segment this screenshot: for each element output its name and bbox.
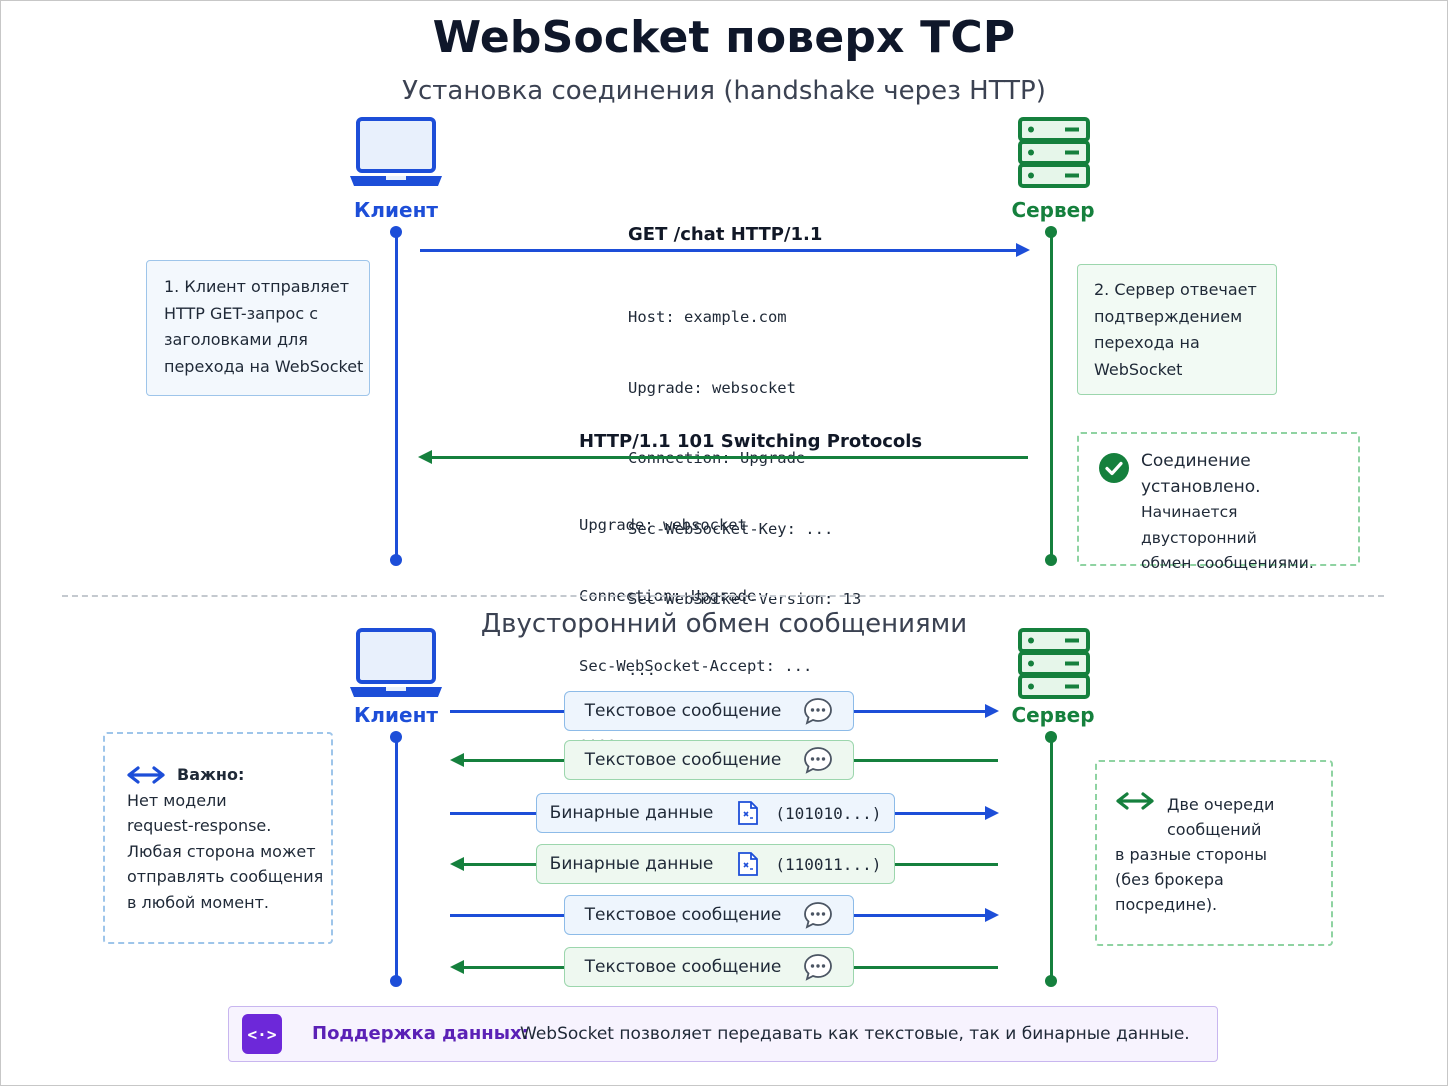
- request-header-line: Host: example.com: [628, 308, 787, 326]
- client-label: Клиент: [354, 703, 438, 727]
- chat-bubble-icon: [804, 698, 833, 725]
- response-arrow-head: [418, 450, 432, 464]
- bidirectional-arrow-icon: [1116, 792, 1154, 810]
- note-line: отправлять сообщения: [127, 867, 324, 886]
- server-icon: [1018, 628, 1090, 699]
- note-line: в разные стороны: [1115, 845, 1267, 864]
- code-brackets-icon: <·>: [242, 1014, 282, 1054]
- note-line: обмен сообщениями.: [1141, 554, 1314, 572]
- message-arrow-head: [450, 753, 464, 767]
- note-line: Любая сторона может: [127, 841, 316, 861]
- connection-established-note: Соединение установлено. Начинается двуст…: [1077, 432, 1360, 572]
- data-support-label: Поддержка данных:: [312, 1023, 529, 1044]
- binary-file-icon: [738, 852, 759, 876]
- client-lifeline: [394, 737, 398, 981]
- message-label: Текстовое сообщение: [584, 750, 782, 770]
- response-header-line: Sec-WebSocket-Accept: ...: [579, 657, 813, 675]
- message-arrow-head: [985, 908, 999, 922]
- request-headers: Host: example.com Upgrade: websocket Con…: [628, 259, 861, 706]
- message-text-to-client: Текстовое сообщение: [564, 947, 854, 987]
- response-arrow: [432, 456, 1028, 459]
- message-arrow-head: [985, 806, 999, 820]
- note-line: WebSocket: [1094, 359, 1183, 379]
- server-icon: [1018, 117, 1090, 188]
- note-line: 2. Сервер отвечает: [1094, 280, 1257, 299]
- note-line: (без брокера: [1115, 870, 1224, 889]
- message-text-to-server: Текстовое сообщение: [564, 691, 854, 731]
- note-line: в любой момент.: [127, 892, 269, 912]
- chat-bubble-icon: [804, 747, 833, 774]
- request-title: GET /chat HTTP/1.1: [628, 224, 823, 245]
- server-lifeline: [1049, 737, 1053, 981]
- exchange-section-title: Двусторонний обмен сообщениями: [480, 609, 968, 639]
- request-header-line: ...: [628, 660, 656, 679]
- message-arrow-head: [985, 704, 999, 718]
- request-arrow-head: [1016, 243, 1030, 257]
- server-label: Сервер: [1011, 703, 1095, 727]
- binary-file-icon: [738, 801, 759, 825]
- request-header-line: Sec-WebSocket-Key: ...: [628, 519, 834, 538]
- note-line: HTTP GET-запрос с: [164, 303, 319, 323]
- check-circle-icon: [1099, 453, 1129, 483]
- data-support-bar: [228, 1006, 1218, 1062]
- note-line: Соединение: [1141, 451, 1251, 471]
- note-line: перехода на WebSocket: [164, 356, 364, 376]
- note-line: Нет модели: [127, 790, 227, 810]
- message-binary-to-client: Бинарные данные (110011...): [536, 844, 895, 884]
- important-heading-row: Важно:: [127, 762, 331, 788]
- note-line: Начинается двусторонний: [1141, 503, 1257, 547]
- chat-bubble-icon: [804, 902, 833, 929]
- message-label: Текстовое сообщение: [584, 957, 782, 977]
- message-text-to-client: Текстовое сообщение: [564, 740, 854, 780]
- request-header-line: Sec-WebSocket-Version: 13: [628, 590, 862, 608]
- note-line: сообщений: [1167, 820, 1262, 839]
- note-line: request-response.: [127, 816, 272, 835]
- chat-bubble-icon: [804, 954, 833, 981]
- note-line: подтверждением: [1094, 306, 1243, 326]
- client-lifeline-end: [390, 554, 402, 566]
- message-arrow-head: [450, 960, 464, 974]
- note-line: установлено.: [1141, 476, 1261, 497]
- note-line: перехода на: [1094, 333, 1200, 352]
- note-line: Две очереди: [1167, 795, 1275, 814]
- request-header-line: Upgrade: websocket: [628, 378, 796, 397]
- message-label: Текстовое сообщение: [584, 701, 782, 721]
- message-code: (101010...): [775, 803, 882, 823]
- response-headers: Upgrade: websocket Connection: Upgrade S…: [579, 467, 812, 773]
- page-title: WebSocket поверх TCP: [432, 12, 1016, 63]
- request-arrow: [420, 249, 1016, 252]
- message-code: (110011...): [775, 854, 882, 874]
- message-label: Текстовое сообщение: [584, 905, 782, 925]
- important-heading: Важно:: [177, 765, 245, 784]
- client-lifeline-end: [390, 975, 402, 987]
- laptop-icon: [350, 117, 442, 186]
- response-title: HTTP/1.1 101 Switching Protocols: [579, 431, 923, 452]
- client-label: Клиент: [354, 198, 438, 222]
- server-lifeline: [1049, 232, 1053, 560]
- data-support-text: WebSocket позволяет передавать как текст…: [520, 1024, 1190, 1044]
- important-note: Важно: Нет модели request-response. Люба…: [103, 732, 333, 944]
- section-divider: [62, 595, 1384, 597]
- note-line: 1. Клиент отправляет: [164, 277, 350, 296]
- note-line: заголовками для: [164, 330, 308, 349]
- message-binary-to-server: Бинарные данные (101010...): [536, 793, 895, 833]
- message-text-to-server: Текстовое сообщение: [564, 895, 854, 935]
- server-step-note: 2. Сервер отвечает подтверждением перехо…: [1077, 264, 1277, 395]
- handshake-section-title: Установка соединения (handshake через HT…: [402, 76, 1046, 106]
- bidirectional-arrow-icon: [127, 766, 165, 784]
- laptop-icon: [350, 628, 442, 697]
- two-queues-note: Две очереди сообщений в разные стороны (…: [1095, 760, 1333, 946]
- message-label: Бинарные данные: [549, 803, 714, 823]
- client-step-note: 1. Клиент отправляет HTTP GET-запрос с з…: [146, 260, 370, 396]
- server-label: Сервер: [1011, 198, 1095, 222]
- message-arrow-head: [450, 857, 464, 871]
- server-lifeline-end: [1045, 554, 1057, 566]
- response-header-line: Upgrade: websocket: [579, 516, 747, 534]
- client-lifeline: [394, 232, 398, 560]
- message-label: Бинарные данные: [549, 854, 714, 874]
- note-line: посредине).: [1115, 895, 1218, 914]
- server-lifeline-end: [1045, 975, 1057, 987]
